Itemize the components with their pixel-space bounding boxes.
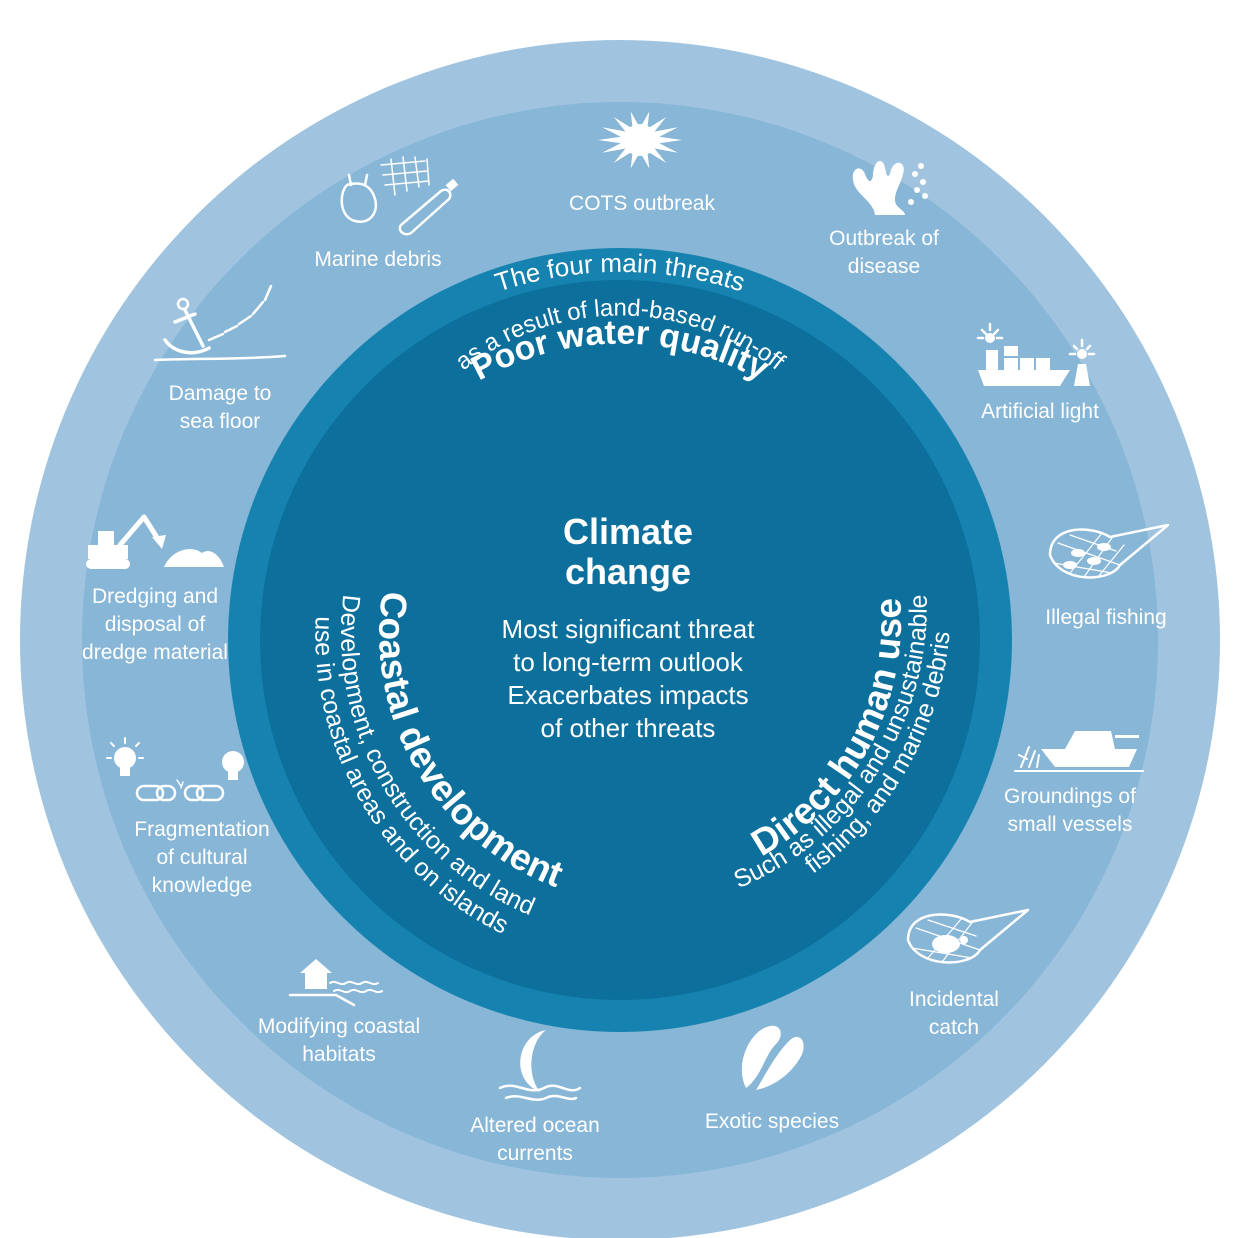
threat-label-disease-2: disease (848, 255, 920, 278)
threat-label-dredging: Dredging and (92, 585, 218, 608)
threat-label-groundings: Groundings of (1004, 785, 1136, 808)
broken-chain-icon (106, 737, 244, 802)
threat-label-light: Artificial light (981, 400, 1099, 423)
threat-label-currents-2: currents (497, 1142, 573, 1165)
center-disc (260, 280, 980, 1000)
center-body-line-3: Exacerbates impacts (507, 680, 748, 710)
threat-label-habitats-2: habitats (302, 1043, 376, 1066)
center-title-line-2: change (565, 551, 691, 592)
threat-label-incidental: Incidental (909, 988, 999, 1011)
ship-light-icon (976, 322, 1096, 386)
threat-label-exotic: Exotic species (705, 1110, 839, 1133)
threat-label-seafloor: Damage to (169, 382, 272, 405)
threat-label-cultural: Fragmentation (134, 818, 269, 841)
threat-label-cots: COTS outbreak (569, 192, 715, 215)
threat-label-cultural-2: of cultural (156, 846, 247, 869)
threat-label-dredging-3: dredge material (82, 641, 228, 664)
coral-icon (852, 161, 928, 215)
mussel-icon (741, 1025, 804, 1090)
house-water-icon (288, 959, 383, 1007)
threat-label-illegal: Illegal fishing (1045, 606, 1166, 629)
center-body-line-1: Most significant threat (502, 614, 756, 644)
fishing-net-icon (1048, 523, 1170, 579)
threat-label-disease: Outbreak of (829, 227, 939, 250)
wave-icon (498, 1030, 582, 1101)
center-block: Climate change Most significant threat t… (502, 511, 756, 743)
threat-label-habitats: Modifying coastal (258, 1015, 420, 1038)
debris-icon (340, 156, 459, 236)
center-title-line-1: Climate (563, 511, 693, 552)
threat-label-cultural-3: knowledge (152, 874, 252, 897)
threat-label-currents: Altered ocean (470, 1114, 600, 1137)
center-body-line-2: to long-term outlook (513, 647, 744, 677)
threat-label-seafloor-2: sea floor (180, 410, 261, 433)
center-body-line-4: of other threats (541, 713, 716, 743)
boat-icon (1014, 731, 1144, 772)
anchor-icon (153, 284, 287, 362)
turtle-net-icon (906, 908, 1030, 964)
threat-label-debris: Marine debris (314, 248, 441, 271)
starfish-icon (598, 111, 682, 169)
threat-label-groundings-2: small vessels (1008, 813, 1133, 836)
excavator-icon (86, 514, 224, 569)
threat-label-dredging-2: disposal of (105, 613, 206, 636)
threat-label-incidental-2: catch (929, 1016, 979, 1039)
outer-threat-labels: COTS outbreak Outbreak of disease Artifi… (82, 192, 1167, 1165)
